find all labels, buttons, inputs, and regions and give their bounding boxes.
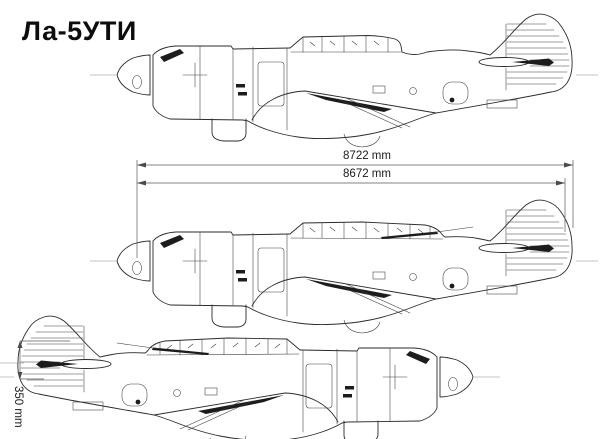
dimension-annotations bbox=[0, 160, 574, 380]
canopy-full bbox=[99, 337, 301, 358]
upper-length-dimension-label: 8722 mm bbox=[343, 150, 391, 162]
canopy-full bbox=[289, 221, 491, 242]
aircraft-profile-upper bbox=[89, 13, 599, 148]
aircraft-profile-middle bbox=[89, 199, 599, 334]
canopy-open-rear bbox=[289, 35, 491, 56]
lower-length-dimension-label: 8672 mm bbox=[343, 168, 391, 180]
aircraft-profile-lower bbox=[0, 315, 501, 439]
vertical-dimension-label: 350 mm bbox=[12, 386, 24, 428]
drawing-title: Ла-5УТИ bbox=[22, 16, 137, 46]
